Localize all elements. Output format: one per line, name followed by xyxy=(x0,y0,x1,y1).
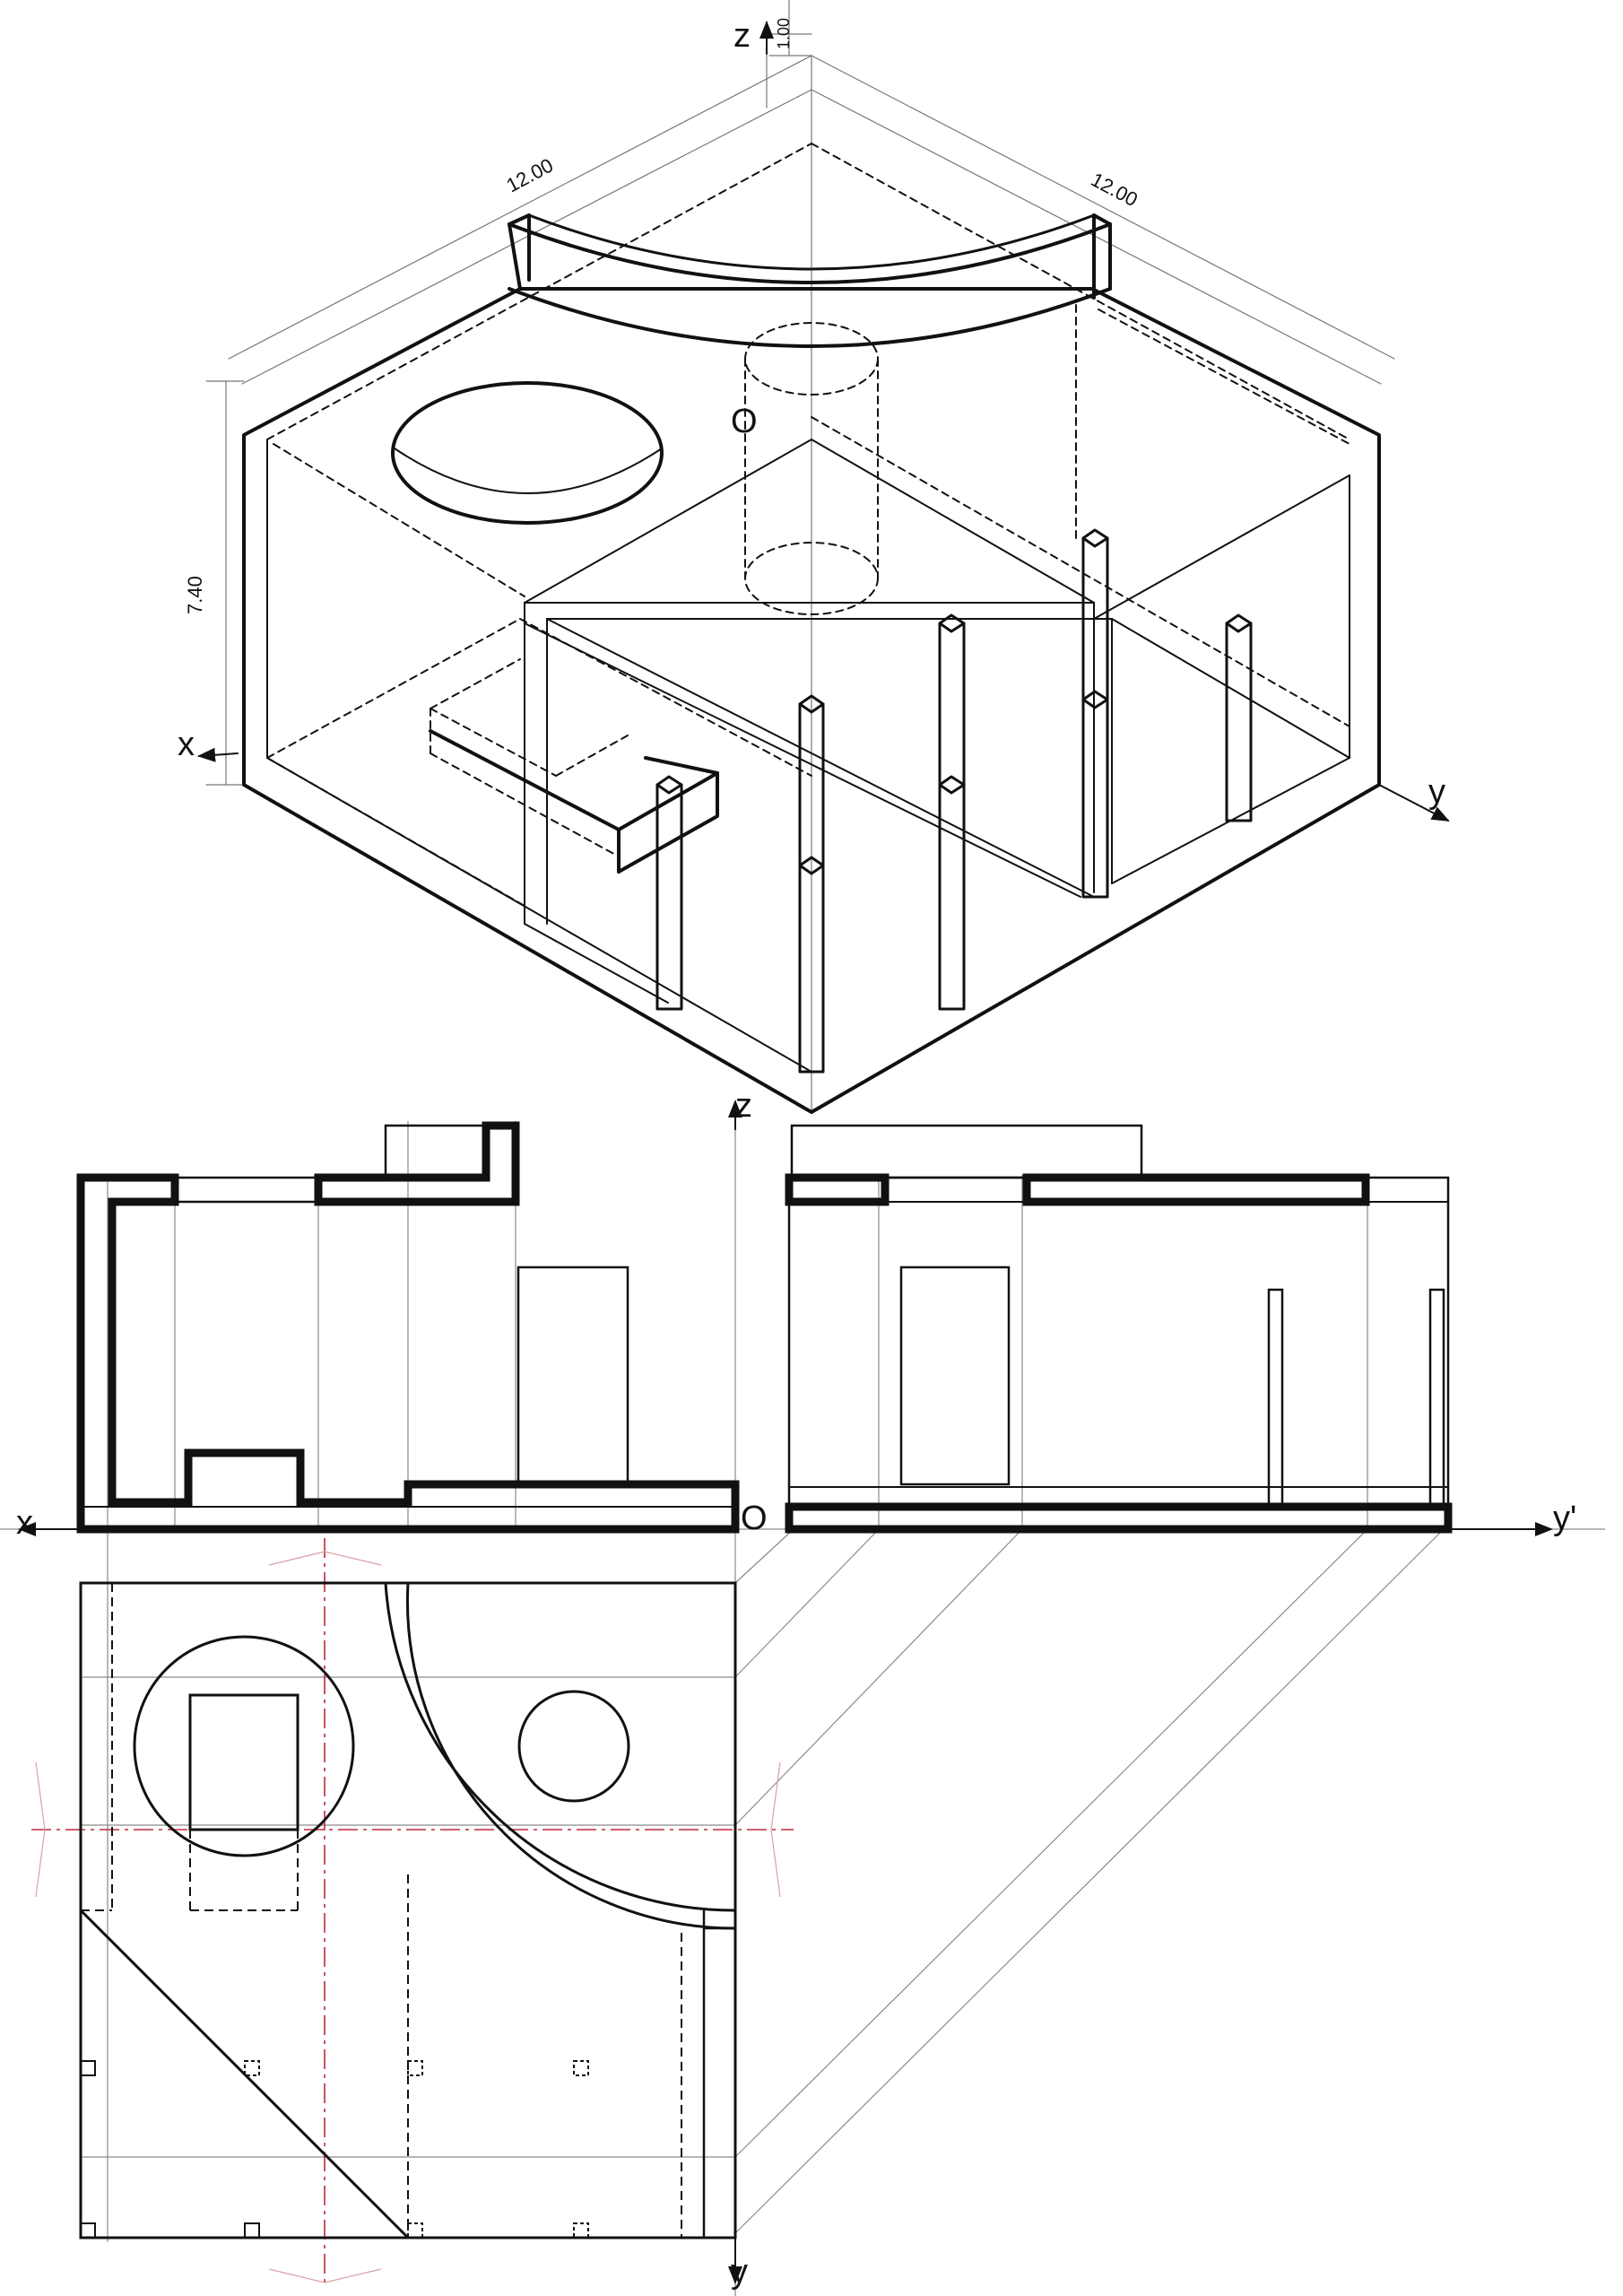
iso-posts xyxy=(655,528,1253,1074)
plan-view xyxy=(79,1581,737,2239)
iso-axis-x-label: x xyxy=(178,726,195,763)
iso-dim-length-x: 12.00 xyxy=(503,153,557,196)
projection-guides xyxy=(0,1121,1605,2296)
section-markers xyxy=(35,1551,781,2283)
iso-inner-lines xyxy=(266,439,1350,1073)
iso-dim-height: 7.40 xyxy=(184,576,206,614)
front-elevation xyxy=(76,1121,740,1534)
front-axis-z-label: z xyxy=(735,1087,752,1125)
iso-dim-top-offset: 1.00 xyxy=(775,18,793,49)
ortho-axes xyxy=(18,1100,1553,2284)
side-elevation xyxy=(785,1124,1453,1534)
iso-dim-length-y: 12.00 xyxy=(1088,168,1141,211)
iso-origin-label: O xyxy=(731,403,758,440)
front-origin-label: O xyxy=(741,1500,768,1537)
front-axis-x-label: x xyxy=(16,1504,33,1542)
plan-axis-y-label: y xyxy=(731,2253,748,2291)
isometric-view xyxy=(197,0,1450,1114)
iso-roof-opening xyxy=(391,381,664,525)
section-centerlines xyxy=(31,1538,794,2287)
iso-curved-parapet xyxy=(508,213,1112,348)
iso-block xyxy=(429,729,719,874)
iso-axis-y-label: y xyxy=(1428,773,1445,811)
iso-axes xyxy=(197,21,1450,822)
iso-cylinder xyxy=(744,322,879,615)
iso-hidden-lines xyxy=(266,143,1350,907)
iso-axis-z-label: z xyxy=(733,17,751,55)
side-axis-y-label: y' xyxy=(1553,1500,1576,1537)
iso-dimension-lines xyxy=(205,0,1395,1113)
iso-box-outline xyxy=(242,222,1381,1114)
